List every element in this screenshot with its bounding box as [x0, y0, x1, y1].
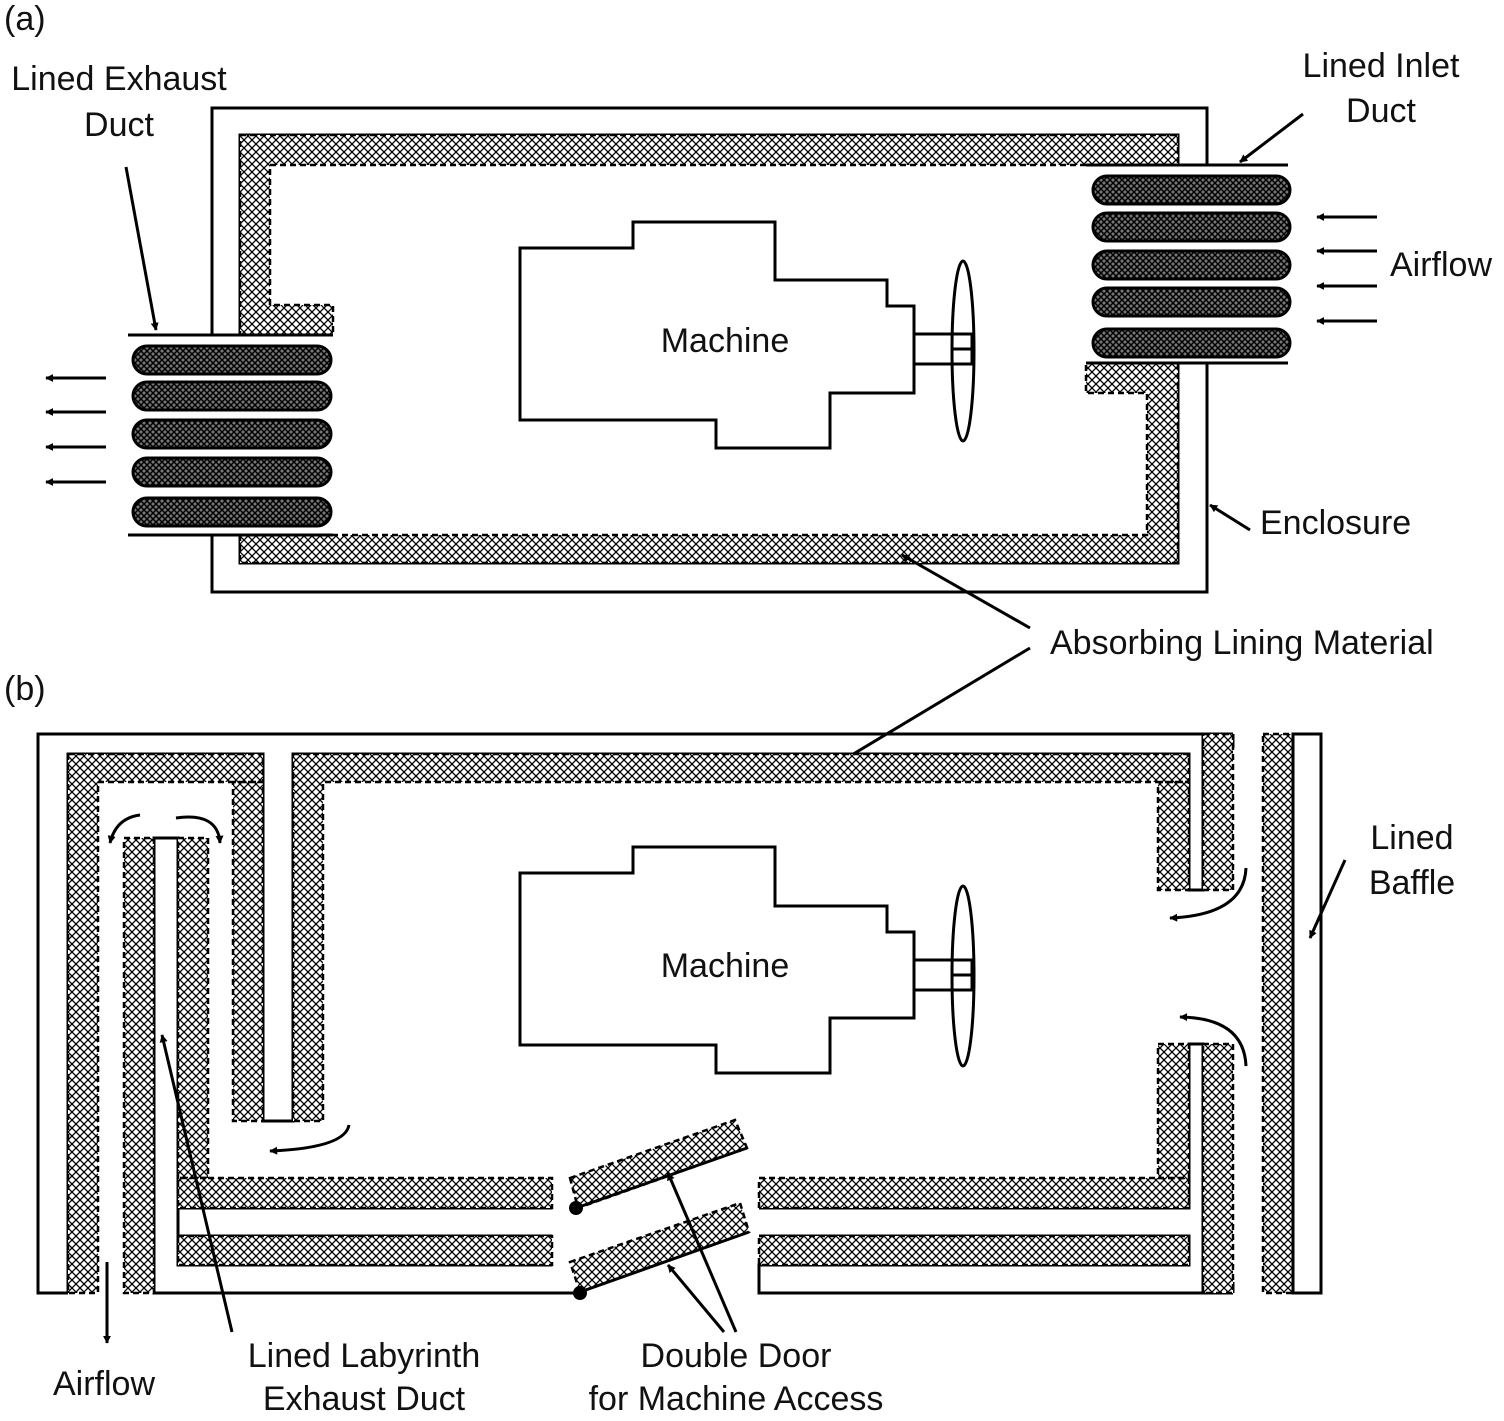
labyrinth-label-2: Exhaust Duct — [263, 1380, 466, 1418]
labyrinth-leader — [159, 1034, 234, 1333]
inlet-duct-leader — [1239, 112, 1304, 164]
airflow-label-b: Airflow — [53, 1365, 155, 1403]
enclosure-label: Enclosure — [1260, 504, 1411, 542]
double-door — [568, 1118, 751, 1300]
door-leader-lower — [666, 1264, 726, 1333]
machine-label-a: Machine — [661, 322, 790, 360]
baffle-leader — [1308, 859, 1347, 939]
baffle-label-1: Lined — [1370, 819, 1453, 857]
absorbing-label-group: Absorbing Lining Material — [839, 553, 1434, 764]
baffle-label-2: Baffle — [1369, 864, 1455, 902]
absorbing-leader-b — [839, 646, 1031, 764]
diagram-b: (b) — [4, 670, 1455, 1418]
inlet-duct-label-1: Lined Inlet — [1303, 47, 1460, 85]
door-label-2: for Machine Access — [589, 1380, 884, 1418]
inlet-duct-a — [1086, 163, 1292, 365]
lining-material-b — [66, 732, 1235, 1295]
enclosure-leader — [1209, 503, 1251, 532]
machine-label-b: Machine — [661, 947, 790, 985]
machine-b: Machine — [518, 845, 976, 1075]
machine-a: Machine — [518, 220, 976, 450]
absorbing-lining-label: Absorbing Lining Material — [1050, 624, 1434, 662]
exhaust-duct-label-2: Duct — [84, 106, 154, 144]
flow-arrows-b — [103, 813, 1248, 1344]
door-leader-upper — [666, 1172, 738, 1333]
panel-label-b: (b) — [4, 670, 46, 708]
panel-label-a: (a) — [4, 0, 46, 38]
airflow-arrows-a-out — [45, 374, 106, 486]
inlet-duct-label-2: Duct — [1346, 92, 1416, 130]
lined-baffle — [1261, 732, 1323, 1295]
exhaust-duct-leader — [124, 166, 159, 331]
exhaust-duct-label-1: Lined Exhaust — [11, 60, 227, 98]
absorbing-leader-a — [901, 553, 1031, 630]
labyrinth-label-1: Lined Labyrinth — [248, 1337, 481, 1375]
door-hinge-lower — [573, 1286, 587, 1300]
airflow-label-a: Airflow — [1390, 246, 1492, 284]
door-hinge-upper — [569, 1201, 583, 1215]
airflow-arrows-a-in — [1316, 213, 1377, 325]
door-label-1: Double Door — [641, 1337, 832, 1375]
exhaust-duct-a — [128, 333, 333, 537]
diagram-a: (a) — [4, 0, 1492, 594]
